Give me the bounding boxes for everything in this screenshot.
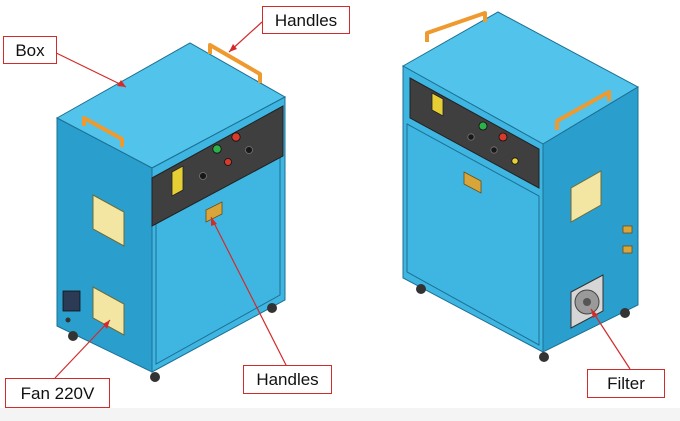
left-control-panel bbox=[151, 105, 284, 227]
right-caster-3 bbox=[620, 308, 630, 318]
leader-lines bbox=[45, 21, 631, 379]
left-knob-3 bbox=[245, 146, 253, 154]
left-side-fan-vent bbox=[92, 286, 125, 336]
right-caster-1 bbox=[416, 284, 426, 294]
left-panel-plate bbox=[171, 165, 184, 197]
right-filter-hub bbox=[583, 298, 591, 306]
right-front-label-plate bbox=[463, 171, 482, 194]
callout-box: Box bbox=[3, 36, 57, 64]
ground-strip bbox=[0, 408, 680, 421]
callout-filter: Filter bbox=[587, 369, 665, 398]
left-front-label-plate bbox=[205, 201, 223, 223]
right-red-button bbox=[498, 132, 508, 142]
right-top-handle bbox=[425, 11, 487, 42]
right-panel-plate bbox=[431, 92, 444, 117]
right-knob-1 bbox=[467, 133, 475, 141]
left-green-button bbox=[212, 144, 222, 154]
right-green-button bbox=[478, 121, 488, 131]
right-connector-2 bbox=[622, 245, 633, 254]
left-cabinet bbox=[55, 42, 287, 382]
left-side-handle bbox=[82, 116, 124, 147]
left-side-plug bbox=[65, 317, 71, 323]
leader-handles-top-arrowhead bbox=[229, 44, 237, 52]
right-front-door bbox=[406, 123, 540, 346]
leader-box-arrowhead bbox=[117, 80, 126, 87]
left-red-button bbox=[231, 132, 241, 142]
callout-fan: Fan 220V bbox=[5, 378, 110, 408]
right-side-upper-vent bbox=[570, 170, 602, 223]
left-caster-2 bbox=[150, 372, 160, 382]
right-knob-2 bbox=[490, 146, 498, 154]
left-knob-2 bbox=[224, 158, 232, 166]
leader-filter-arrowhead bbox=[591, 309, 598, 318]
right-knob-3 bbox=[511, 157, 519, 165]
right-caster-2 bbox=[539, 352, 549, 362]
leader-fan-arrowhead bbox=[103, 320, 110, 329]
leader-box bbox=[45, 47, 127, 88]
left-side-upper-vent bbox=[92, 194, 125, 247]
leader-handles-bottom bbox=[210, 216, 288, 368]
left-knob-1 bbox=[199, 172, 207, 180]
leader-fan bbox=[54, 319, 111, 379]
right-connector-1 bbox=[622, 225, 633, 234]
leader-handles-bottom-arrowhead bbox=[211, 217, 217, 226]
callout-handles-bottom: Handles bbox=[243, 365, 332, 394]
leader-filter bbox=[590, 308, 631, 370]
left-caster-3 bbox=[267, 303, 277, 313]
left-side-display bbox=[62, 290, 81, 312]
right-cabinet-side bbox=[542, 86, 639, 353]
left-caster-1 bbox=[68, 331, 78, 341]
left-top-handle bbox=[208, 43, 262, 83]
right-side-handle bbox=[555, 90, 611, 130]
right-cabinet bbox=[401, 11, 640, 362]
callout-handles-top: Handles bbox=[262, 6, 350, 34]
